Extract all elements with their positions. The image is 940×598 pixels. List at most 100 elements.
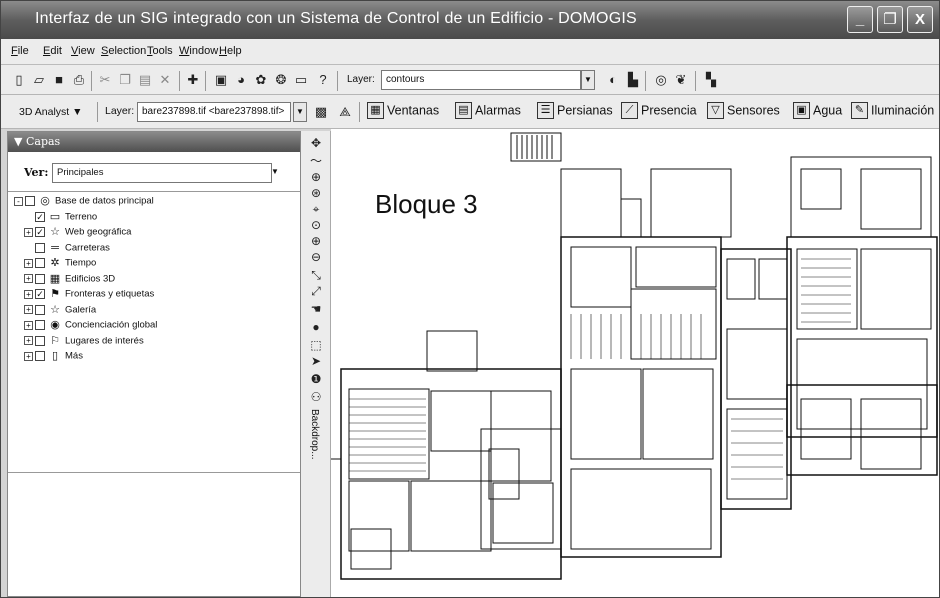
menu-window[interactable]: Window — [179, 45, 219, 57]
collapse-triangle-icon[interactable]: ▼ — [14, 135, 23, 148]
menu-view[interactable]: View — [71, 45, 95, 57]
layer-checkbox[interactable] — [25, 196, 35, 206]
interpolate-icon[interactable]: ⟁ — [339, 104, 351, 119]
close-button[interactable]: X — [907, 6, 933, 33]
view-select[interactable]: Principales — [52, 163, 272, 183]
floorplan-wall — [570, 368, 642, 460]
fly-icon[interactable]: 〜 — [309, 154, 322, 168]
layer-tree-item[interactable]: +◉Concienciación global — [24, 318, 157, 332]
globe-tool-icon[interactable]: ◎ — [655, 72, 667, 87]
layer-tree-item[interactable]: +▯Más — [24, 349, 83, 363]
save-icon[interactable]: ■ — [55, 72, 63, 87]
layer-tree-item[interactable]: +✲Tiempo — [24, 256, 96, 270]
delete-icon[interactable]: ✕ — [159, 72, 171, 87]
set-observer-icon[interactable]: ⊙ — [310, 218, 322, 232]
layer-checkbox[interactable] — [35, 335, 45, 346]
layer-tree-item[interactable]: -◎Base de datos principal — [14, 194, 154, 208]
surface-icon[interactable]: ▩ — [314, 104, 328, 119]
expand-toggle-icon[interactable]: + — [24, 289, 33, 299]
minimize-button[interactable]: _ — [847, 6, 873, 33]
editor-icon[interactable]: ▣ — [214, 72, 228, 87]
menu-tools[interactable]: Tools — [147, 45, 173, 57]
toolbox-icon[interactable]: ✿ — [255, 72, 267, 87]
layer-select[interactable]: contours — [381, 70, 581, 90]
layer-tree-item[interactable]: +⚐Lugares de interés — [24, 334, 144, 348]
presencia-button[interactable]: ⟋Presencia — [621, 102, 697, 122]
menu-file[interactable]: File — [11, 45, 29, 57]
menu-help[interactable]: Help — [219, 45, 242, 57]
add-data-icon[interactable]: ✚ — [187, 72, 199, 87]
layer-select-arrow-icon[interactable]: ▼ — [581, 70, 595, 90]
zoom-out-icon[interactable]: ⊖ — [310, 250, 322, 264]
map-view[interactable]: Bloque 3 — [331, 129, 939, 597]
layer-checkbox[interactable]: ✓ — [35, 289, 45, 299]
paste-icon[interactable]: ▤ — [138, 72, 152, 87]
layer-tree-item[interactable]: +✓☆Web geográfica — [24, 225, 131, 239]
window-icon[interactable]: ▭ — [294, 72, 308, 87]
stack-icon[interactable]: ▚ — [706, 72, 716, 87]
menu-edit[interactable]: Edit — [43, 45, 62, 57]
select-features-icon[interactable]: ⬚ — [310, 338, 322, 352]
expand-toggle-icon[interactable]: + — [24, 305, 33, 314]
expand-toggle-icon[interactable]: + — [24, 258, 33, 268]
select-arrow-icon[interactable]: ➤ — [310, 354, 322, 368]
expand-fov-icon[interactable]: ⤢ — [311, 284, 321, 298]
expand-toggle-icon[interactable]: + — [24, 320, 33, 330]
layer-tree-item[interactable]: +☆Galería — [24, 303, 96, 317]
narrow-fov-icon[interactable]: ⤡ — [311, 268, 321, 282]
layer-tool-icon[interactable]: ▙ — [628, 72, 638, 87]
floorplan-wall — [800, 168, 842, 210]
view-select-arrow-icon[interactable]: ▼ — [271, 167, 279, 176]
find-binoculars-icon[interactable]: ⚇ — [310, 390, 322, 404]
restore-button[interactable]: ❐ — [877, 6, 903, 33]
print-icon[interactable]: ⎙ — [73, 72, 85, 87]
expand-toggle-icon[interactable]: - — [14, 196, 23, 206]
alarmas-button[interactable]: ▤Alarmas — [455, 102, 521, 122]
expand-toggle-icon[interactable]: + — [24, 274, 33, 283]
layer-checkbox[interactable] — [35, 320, 45, 330]
editor-tool-icon[interactable]: ◐ — [609, 72, 617, 87]
full-extent-icon[interactable]: ● — [312, 320, 320, 334]
expand-toggle-icon[interactable]: + — [24, 351, 33, 361]
persianas-button[interactable]: ☰Persianas — [537, 102, 613, 122]
sensores-button[interactable]: ▽Sensores — [707, 102, 780, 122]
whats-this-icon[interactable]: ? — [319, 72, 327, 87]
pan-hand-icon[interactable]: ☚ — [310, 302, 322, 316]
zoom-to-target-icon[interactable]: ⌖ — [312, 202, 320, 216]
cut-icon[interactable]: ✂ — [99, 72, 111, 87]
layers-panel-header[interactable]: ▼ Capas — [8, 132, 300, 152]
layer-checkbox[interactable] — [35, 242, 45, 253]
layer-checkbox[interactable] — [35, 273, 45, 284]
arccatalog-icon[interactable]: ◕ — [237, 72, 245, 87]
backdrop-tab[interactable]: Backdrop... — [309, 409, 320, 460]
new-document-icon[interactable]: ▯ — [15, 72, 23, 87]
navigate-icon[interactable]: ✥ — [310, 136, 322, 150]
identify-icon[interactable]: ❶ — [310, 372, 322, 386]
animation-icon[interactable]: ❦ — [675, 72, 687, 87]
analyst-layer-select[interactable]: bare237898.tif <bare237898.tif> — [137, 102, 291, 122]
layer-checkbox[interactable]: ✓ — [35, 211, 45, 222]
iluminacion-button[interactable]: ✎Iluminación — [851, 102, 934, 122]
zoom-target-icon[interactable]: ⊕ — [310, 170, 322, 184]
copy-icon[interactable]: ❐ — [119, 72, 131, 87]
layer-tree-item[interactable]: ═Carreteras — [24, 241, 110, 255]
layer-tree-item[interactable]: +✓⚑Fronteras y etiquetas — [24, 287, 154, 301]
open-folder-icon[interactable]: ▱ — [34, 72, 44, 87]
ventanas-button[interactable]: ▦Ventanas — [367, 102, 439, 122]
analyst-layer-arrow-icon[interactable]: ▼ — [293, 102, 307, 122]
agua-button[interactable]: ▣Agua — [793, 102, 842, 122]
layer-checkbox[interactable] — [35, 304, 45, 315]
menu-selection[interactable]: Selection — [101, 45, 147, 57]
command-line-icon[interactable]: ❂ — [275, 72, 287, 87]
pin-icon: ⚐ — [50, 334, 60, 347]
layer-checkbox[interactable]: ✓ — [35, 227, 45, 237]
expand-toggle-icon[interactable]: + — [24, 336, 33, 345]
layer-tree-item[interactable]: +▦Edificios 3D — [24, 272, 115, 286]
layer-tree-item[interactable]: ✓▭Terreno — [24, 210, 97, 224]
layer-checkbox[interactable] — [35, 351, 45, 361]
zoom-in-icon[interactable]: ⊕ — [310, 234, 322, 248]
expand-toggle-icon[interactable]: + — [24, 227, 33, 237]
layer-checkbox[interactable] — [35, 258, 45, 268]
center-on-target-icon[interactable]: ⊛ — [310, 186, 322, 200]
3d-analyst-menu[interactable]: 3D Analyst ▼ — [19, 106, 83, 118]
